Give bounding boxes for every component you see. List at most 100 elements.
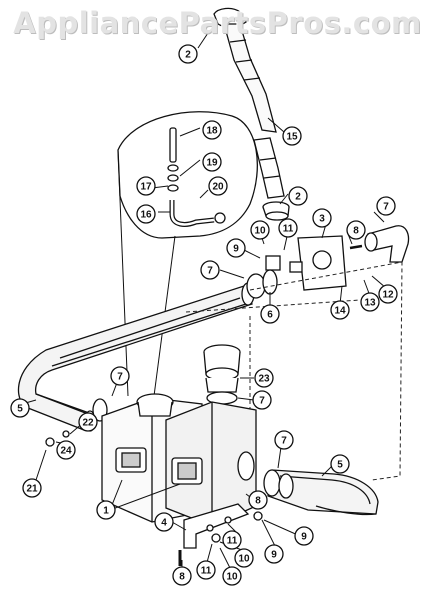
inset-parts [167, 127, 226, 227]
callout-circle [376, 196, 396, 216]
callout-label: 4 [161, 518, 167, 529]
callout-2: 2 [178, 44, 198, 64]
callout-label: 17 [140, 182, 152, 193]
callout-4: 4 [154, 512, 174, 532]
callout-circle [294, 526, 314, 546]
callout-circle [274, 430, 294, 450]
right-elbow-bracket [265, 225, 410, 291]
callout-label: 15 [286, 132, 298, 143]
callout-label: 2 [295, 192, 301, 203]
callout-circle [172, 566, 192, 586]
callout-label: 18 [206, 126, 218, 137]
callout-label: 3 [319, 214, 325, 225]
callout-circle [178, 44, 198, 64]
callout-label: 10 [238, 554, 250, 565]
callout-label: 7 [207, 266, 213, 277]
callout-label: 14 [334, 306, 346, 317]
callout-1: 1 [96, 500, 116, 520]
callout-circle [312, 208, 332, 228]
callout-circle [154, 512, 174, 532]
callout-label: 8 [255, 496, 261, 507]
callout-7: 7 [252, 390, 272, 410]
callout-circle [78, 412, 98, 432]
callout-label: 11 [283, 224, 294, 235]
callout-13: 13 [360, 292, 380, 312]
callout-circle [22, 478, 42, 498]
callout-circle [264, 544, 284, 564]
callout-label: 12 [382, 290, 394, 301]
callout-6: 6 [260, 304, 280, 324]
callout-label: 9 [301, 532, 307, 543]
callout-circle [330, 454, 350, 474]
callout-circle [330, 300, 350, 320]
callout-10: 10 [250, 220, 270, 240]
callout-7: 7 [200, 260, 220, 280]
callout-circle [248, 490, 268, 510]
callout-10: 10 [234, 548, 254, 568]
collar-stack [203, 344, 241, 405]
callout-label: 9 [233, 244, 239, 255]
callout-label: 11 [201, 566, 212, 577]
callout-11: 11 [222, 530, 242, 550]
callout-9: 9 [264, 544, 284, 564]
callout-label: 5 [17, 404, 23, 415]
callout-circle [56, 440, 76, 460]
callout-label: 10 [226, 572, 238, 583]
callout-label: 1 [103, 506, 109, 517]
callout-5: 5 [330, 454, 350, 474]
callout-16: 16 [136, 204, 156, 224]
callout-5: 5 [10, 398, 30, 418]
callout-label: 5 [337, 460, 343, 471]
callout-label: 7 [117, 372, 123, 383]
callout-12: 12 [378, 284, 398, 304]
callout-14: 14 [330, 300, 350, 320]
callout-8: 8 [172, 566, 192, 586]
callout-17: 17 [136, 176, 156, 196]
callout-circle [110, 366, 130, 386]
callout-circle [202, 152, 222, 172]
callout-10: 10 [222, 566, 242, 586]
callout-label: 8 [353, 226, 359, 237]
callout-label: 6 [267, 310, 273, 321]
callout-label: 10 [254, 226, 266, 237]
callout-label: 9 [271, 550, 277, 561]
bottom-bracket [45, 430, 263, 566]
callout-circle [346, 220, 366, 240]
callout-circle [196, 560, 216, 580]
callout-circle [96, 500, 116, 520]
callout-label: 13 [364, 298, 376, 309]
callout-11: 11 [196, 560, 216, 580]
lower-right-pipe [263, 469, 379, 516]
callout-22: 22 [78, 412, 98, 432]
callout-label: 24 [60, 446, 72, 457]
callout-9: 9 [294, 526, 314, 546]
callout-18: 18 [202, 120, 222, 140]
callout-circle [208, 176, 228, 196]
callout-label: 16 [140, 210, 152, 221]
callout-circle [378, 284, 398, 304]
callout-circle [234, 548, 254, 568]
callout-3: 3 [312, 208, 332, 228]
callout-circle [136, 204, 156, 224]
callout-label: 7 [383, 202, 389, 213]
callout-label: 11 [227, 536, 238, 547]
callout-circle [282, 126, 302, 146]
callout-circle [136, 176, 156, 196]
callout-label: 23 [258, 374, 270, 385]
callout-label: 7 [281, 436, 287, 447]
callout-circle [260, 304, 280, 324]
callout-15: 15 [282, 126, 302, 146]
callout-label: 21 [26, 484, 38, 495]
callout-circle [288, 186, 308, 206]
callout-circle [252, 390, 272, 410]
callout-circle [10, 398, 30, 418]
callout-label: 8 [179, 572, 185, 583]
callout-label: 20 [212, 182, 224, 193]
callout-7: 7 [274, 430, 294, 450]
callout-circle [222, 566, 242, 586]
callout-9: 9 [226, 238, 246, 258]
inset-bubble [117, 111, 258, 239]
callout-23: 23 [254, 368, 274, 388]
callout-11: 11 [278, 218, 298, 238]
callout-circle [254, 368, 274, 388]
